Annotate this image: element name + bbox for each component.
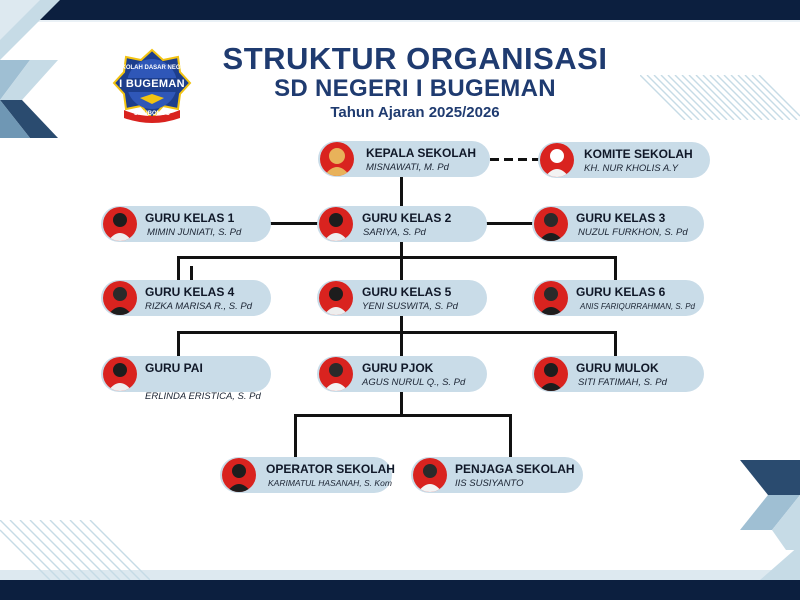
node-role: GURU MULOK (576, 361, 659, 375)
connector-row5-right-drop (509, 414, 512, 458)
bottom-border-light (0, 570, 800, 580)
node-person-name: SITI FATIMAH, S. Pd (578, 377, 667, 388)
node-guru-kelas-6: GURU KELAS 6 ANIS FARIQURRAHMAN, S. Pd (532, 280, 704, 316)
right-chevron-decoration (740, 460, 800, 550)
avatar-photo (319, 357, 353, 391)
left-chevron-decoration (0, 60, 58, 138)
avatar-photo (534, 207, 568, 241)
node-kepala-sekolah: KEPALA SEKOLAH MISNAWATI, M. Pd (318, 141, 490, 177)
connector-kepala-down (400, 177, 403, 207)
avatar-photo (534, 357, 568, 391)
node-role: KOMITE SEKOLAH (584, 147, 693, 161)
node-role: GURU KELAS 3 (576, 211, 666, 225)
node-guru-kelas-2: GURU KELAS 2 SARIYA, S. Pd (317, 206, 487, 242)
node-guru-pjok: GURU PJOK AGUS NURUL Q., S. Pd (317, 356, 487, 392)
node-guru-mulok: GURU MULOK SITI FATIMAH, S. Pd (532, 356, 704, 392)
avatar-photo (319, 207, 353, 241)
connector-row4-left-drop (177, 331, 180, 357)
connector-kelas5-down (400, 316, 403, 358)
avatar-photo (540, 143, 574, 177)
bottom-border-band (0, 580, 800, 600)
school-name: SD NEGERI I BUGEMAN (274, 75, 556, 102)
logo-main-text: I BUGEMAN (119, 78, 185, 90)
node-operator-sekolah: OPERATOR SEKOLAH KARIMATUL HASANAH, S. K… (220, 457, 395, 493)
school-logo: SEKOLAH DASAR NEGERI I BUGEMAN SITUBONDO (112, 48, 192, 128)
node-role: PENJAGA SEKOLAH (455, 462, 575, 476)
avatar-photo (319, 281, 353, 315)
connector-pjok-down (400, 392, 403, 416)
node-role: GURU KELAS 1 (145, 211, 235, 225)
academic-year: Tahun Ajaran 2025/2026 (330, 104, 500, 121)
node-role: OPERATOR SEKOLAH (266, 462, 395, 476)
connector-row4-right-drop (614, 331, 617, 357)
avatar-photo (413, 458, 447, 492)
node-role: GURU PAI (145, 361, 203, 375)
node-penjaga-sekolah: PENJAGA SEKOLAH IIS SUSIYANTO (411, 457, 583, 493)
top-border-band (0, 0, 800, 20)
node-person-name: NUZUL FURKHON, S. Pd (578, 227, 688, 238)
logo-bottom-text: SITUBONDO (134, 111, 170, 117)
bottom-left-hatch-decoration (0, 520, 150, 580)
avatar-photo (103, 281, 137, 315)
node-person-name: YENI SUSWITA, S. Pd (362, 301, 458, 312)
node-person-name: MIMIN JUNIATI, S. Pd (147, 227, 242, 238)
connector-kepala-komite-dashed (490, 158, 542, 161)
node-person-name: KH. NUR KHOLIS A.Y (584, 163, 679, 174)
page-title: STRUKTUR ORGANISASI (222, 41, 608, 76)
connector-kelas2-down (400, 241, 403, 283)
node-guru-pai: GURU PAI ERLINDA ERISTICA, S. Pd (101, 356, 271, 402)
node-person-name: KARIMATUL HASANAH, S. Kom (268, 478, 392, 488)
node-guru-kelas-5: GURU KELAS 5 YENI SUSWITA, S. Pd (317, 280, 487, 316)
logo-emblem-icon (112, 48, 192, 123)
node-guru-kelas-1: GURU KELAS 1 MIMIN JUNIATI, S. Pd (101, 206, 271, 242)
node-guru-kelas-3: GURU KELAS 3 NUZUL FURKHON, S. Pd (532, 206, 704, 242)
node-person-name: ERLINDA ERISTICA, S. Pd (145, 391, 261, 402)
node-guru-kelas-4: GURU KELAS 4 RIZKA MARISA R., S. Pd (101, 280, 271, 316)
node-person-name: IIS SUSIYANTO (455, 478, 524, 489)
avatar-photo (534, 281, 568, 315)
connector-row5-bar (294, 414, 512, 417)
top-right-hatch-decoration (640, 75, 800, 120)
node-role: GURU KELAS 2 (362, 211, 452, 225)
connector-row5-left-drop (294, 414, 297, 458)
connector-row3-right-drop (614, 256, 617, 282)
node-role: GURU KELAS 6 (576, 285, 666, 299)
connector-row4-bar (177, 331, 617, 334)
avatar-photo (222, 458, 256, 492)
connector-row3-left-drop (177, 256, 180, 282)
avatar-photo (320, 142, 354, 176)
top-border-light (20, 20, 800, 36)
node-person-name: RIZKA MARISA R., S. Pd (145, 301, 252, 312)
node-role: GURU KELAS 4 (145, 285, 235, 299)
node-role: KEPALA SEKOLAH (366, 146, 477, 160)
avatar-photo (103, 207, 137, 241)
top-left-stripes-decoration (0, 0, 60, 60)
node-role: GURU PJOK (362, 361, 434, 375)
node-person-name: ANIS FARIQURRAHMAN, S. Pd (580, 302, 695, 311)
node-person-name: MISNAWATI, M. Pd (366, 162, 449, 173)
bottom-right-corner-decoration (760, 545, 800, 580)
node-role: GURU KELAS 5 (362, 285, 452, 299)
connector-row3-bar (177, 256, 617, 259)
logo-top-text: SEKOLAH DASAR NEGERI (113, 65, 191, 71)
node-person-name: AGUS NURUL Q., S. Pd (362, 377, 466, 388)
node-komite-sekolah: KOMITE SEKOLAH KH. NUR KHOLIS A.Y (538, 142, 710, 178)
node-person-name: SARIYA, S. Pd (363, 227, 426, 238)
avatar-photo (103, 357, 137, 391)
